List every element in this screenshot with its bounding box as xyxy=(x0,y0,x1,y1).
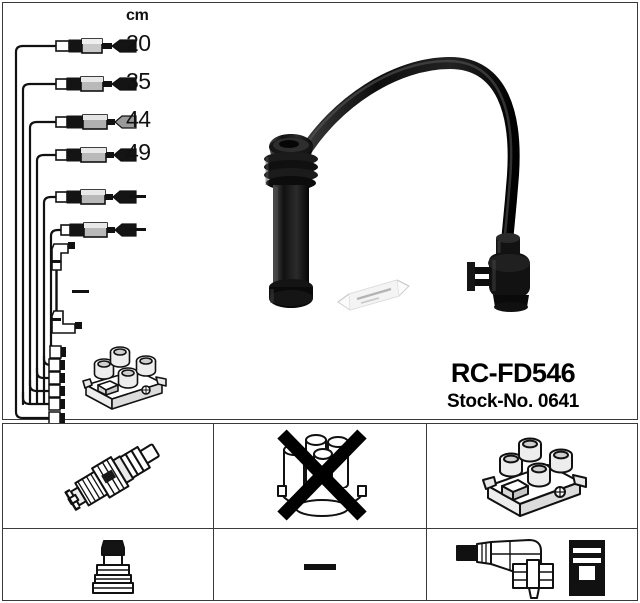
measurement-column: cm 20 35 44 49 xyxy=(126,7,184,231)
measure-value-3: 44 xyxy=(126,106,151,132)
main-diagram-panel xyxy=(2,2,638,420)
measure-value-7-dash xyxy=(72,290,89,293)
measure-value-4: 49 xyxy=(126,139,151,165)
ignition-cable-harness xyxy=(4,4,204,425)
dash-icon xyxy=(304,562,336,572)
spark-plug-icon xyxy=(48,432,178,524)
measure-value-2: 35 xyxy=(126,68,151,94)
ignition-coil-pack xyxy=(78,337,170,417)
unit-header: cm xyxy=(126,7,149,24)
measure-value-6-dash xyxy=(129,228,146,231)
stock-number: Stock-No. 0641 xyxy=(446,391,580,412)
measure-value-5-dash xyxy=(129,195,146,198)
title-block: RC-FD546 Stock-No. 0641 xyxy=(400,358,626,414)
distributor-cap-icon xyxy=(270,429,374,524)
part-number: RC-FD546 xyxy=(450,358,576,388)
silicone-grease-sachet xyxy=(335,275,415,315)
cross-out-mark xyxy=(277,429,367,521)
angled-coil-connector-icon xyxy=(455,538,615,600)
measure-value-1: 20 xyxy=(126,30,151,56)
ignition-coil-pack-icon xyxy=(480,430,590,524)
hero-ignition-lead xyxy=(245,55,585,330)
plug-boot-icon xyxy=(88,537,140,599)
short-angled-lead xyxy=(44,240,90,340)
